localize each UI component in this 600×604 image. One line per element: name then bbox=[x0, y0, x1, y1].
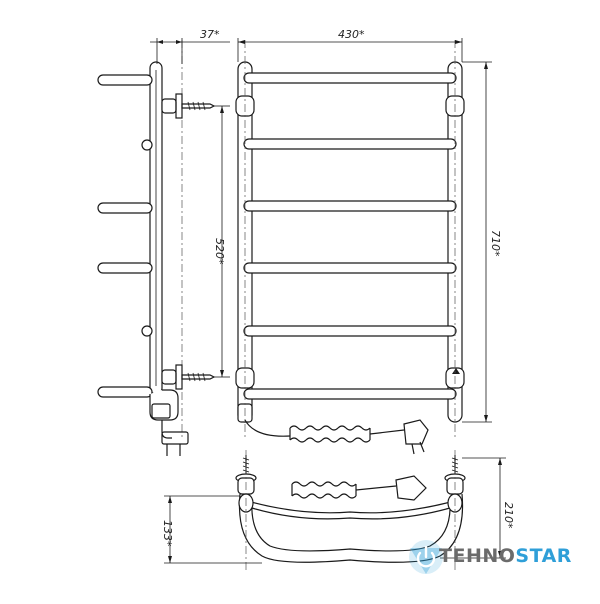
front-view: 430* 710* bbox=[235, 28, 502, 455]
dim-label-plan-depth: 210* bbox=[502, 502, 515, 529]
logo-text-part2: STAR bbox=[515, 545, 572, 567]
front-plug bbox=[403, 419, 429, 455]
flow-arrow-icon bbox=[452, 368, 460, 374]
front-cable-coil bbox=[289, 425, 371, 443]
logo-text-part1: TEHNO bbox=[439, 545, 516, 567]
dim-plan-depth: 210* bbox=[440, 457, 515, 559]
dim-label-top-width: 430* bbox=[338, 28, 365, 41]
plan-rail-body bbox=[238, 493, 464, 563]
logo-mark bbox=[409, 540, 443, 574]
side-wall-bracket-top bbox=[161, 93, 216, 119]
side-view: 37* 520* bbox=[97, 28, 230, 456]
plan-view: 133* 210* bbox=[161, 450, 515, 570]
plan-cable-coil bbox=[291, 475, 427, 501]
dim-top-depth: 37* bbox=[150, 28, 230, 64]
power-icon bbox=[416, 545, 436, 568]
side-heater-element bbox=[149, 389, 189, 456]
logo-wordmark: TEHNOSTAR bbox=[439, 545, 572, 567]
dim-bottom-depth: 133* bbox=[161, 495, 262, 564]
side-rungs bbox=[97, 74, 153, 398]
plan-plug bbox=[395, 475, 427, 501]
front-power-cable bbox=[244, 419, 429, 455]
front-rungs bbox=[243, 72, 457, 400]
dim-label-top-depth: 37* bbox=[200, 28, 220, 41]
side-wall-bracket-bottom bbox=[161, 364, 216, 390]
dim-total-height: 710* bbox=[462, 61, 502, 423]
dim-top-width: 430* bbox=[237, 28, 463, 62]
dim-mount-spacing: 520* bbox=[213, 105, 230, 378]
dim-label-bottom-depth: 133* bbox=[161, 520, 174, 547]
dim-label-total-height: 710* bbox=[489, 230, 502, 257]
side-plug bbox=[161, 431, 189, 445]
dim-label-mount-spacing: 520* bbox=[213, 238, 226, 265]
